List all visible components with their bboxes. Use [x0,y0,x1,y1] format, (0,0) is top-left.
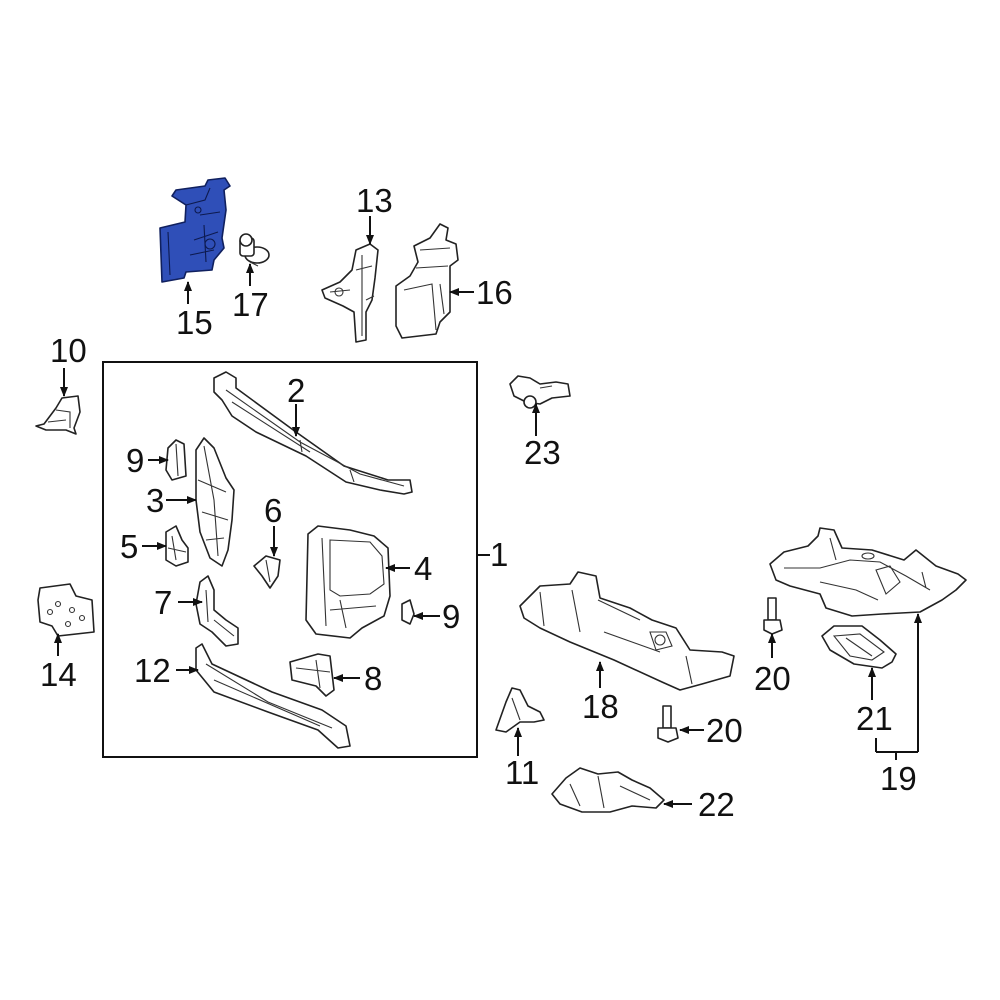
callout-9-right: 9 [442,598,460,635]
leader-lines [54,216,922,808]
part-14-plate[interactable] [37,583,95,637]
part-20-bolt-right[interactable] [763,597,783,635]
part-8-bracket[interactable] [289,653,335,697]
part-12-lower-support[interactable] [195,643,351,749]
part-19-under-cover[interactable] [769,527,967,617]
callout-4: 4 [414,550,432,587]
part-20-bolt-left[interactable] [657,705,679,743]
part-21-plate[interactable] [821,625,897,669]
callout-6: 6 [264,492,282,529]
part-7-bracket[interactable] [195,575,239,647]
callout-2: 2 [287,372,305,409]
part-10-bracket[interactable] [35,395,81,435]
callout-15: 15 [176,304,213,341]
callout-20-left: 20 [706,712,743,749]
callout-19: 19 [880,760,917,797]
part-9-left[interactable] [165,439,187,481]
callout-5: 5 [120,528,138,565]
callout-20-right: 20 [754,660,791,697]
callout-21: 21 [856,700,893,737]
callout-12: 12 [134,652,171,689]
part-15-highlighted[interactable] [159,177,231,283]
part-23-sensor[interactable] [509,375,571,409]
callout-7: 7 [154,584,172,621]
part-13-bracket[interactable] [321,243,379,343]
part-4-side-panel[interactable] [305,525,391,639]
callout-8: 8 [364,660,382,697]
part-9-right[interactable] [401,599,415,625]
part-18-under-cover[interactable] [519,571,735,691]
callout-3: 3 [146,482,164,519]
part-11-bracket[interactable] [495,687,545,733]
callout-16: 16 [476,274,513,311]
callout-labels: 1 2 3 4 5 6 7 8 9 9 10 11 12 13 14 15 16… [40,182,917,823]
part-17-clip[interactable] [239,233,270,267]
callout-14: 14 [40,656,77,693]
callout-13: 13 [356,182,393,219]
part-2-upper-support[interactable] [213,371,413,495]
callout-22: 22 [698,786,735,823]
callout-18: 18 [582,688,619,725]
part-16-duct[interactable] [395,223,459,339]
callout-17: 17 [232,286,269,323]
part-3-side-member[interactable] [195,437,235,567]
part-6-bracket[interactable] [253,555,281,589]
callout-1: 1 [490,536,508,573]
part-22-cover[interactable] [551,767,665,813]
assembly-frame [102,361,478,758]
callout-23: 23 [524,434,561,471]
callout-9-left: 9 [126,442,144,479]
callout-11: 11 [505,754,539,791]
callout-10: 10 [50,332,87,369]
part-5-bracket[interactable] [165,525,189,567]
